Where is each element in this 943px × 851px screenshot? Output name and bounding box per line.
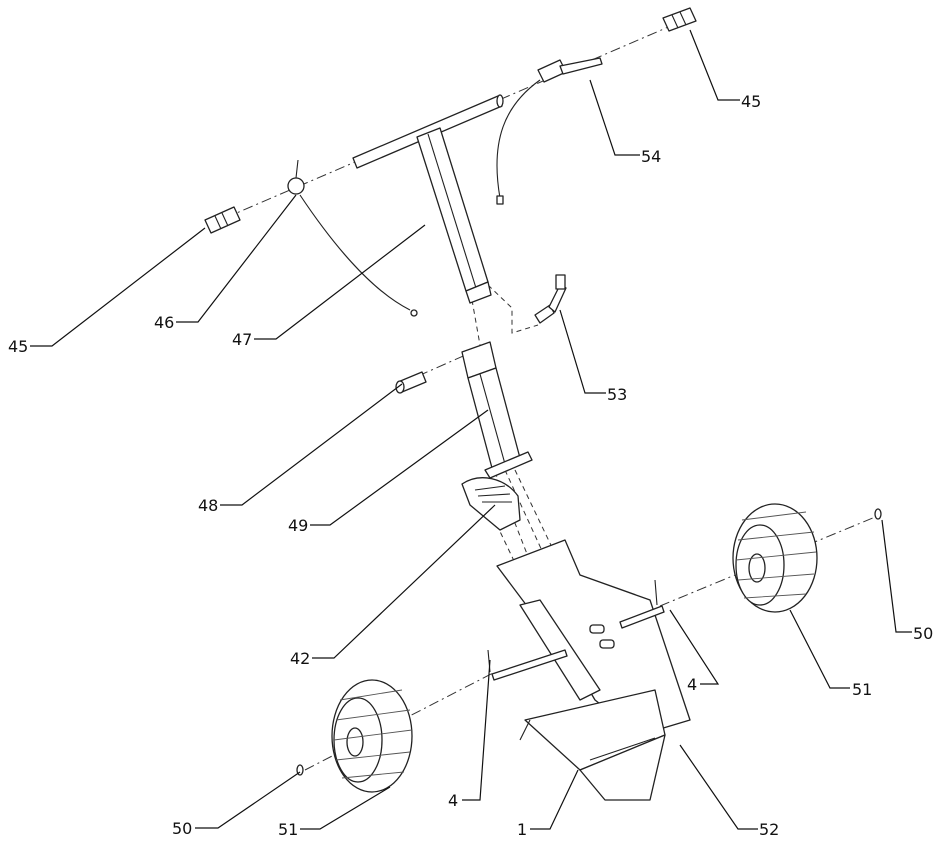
callout-1: 1 [517, 820, 527, 839]
callout-49: 49 [288, 516, 308, 535]
callout-42: 42 [290, 649, 310, 668]
height-adjust-plate [461, 477, 521, 531]
main-frame [496, 539, 691, 801]
callout-51-left: 51 [278, 820, 298, 839]
callout-50-right: 50 [913, 624, 933, 643]
callout-53: 53 [607, 385, 627, 404]
callout-54: 54 [641, 147, 661, 166]
pivot-bolt [395, 371, 427, 394]
wheel-right [732, 503, 818, 613]
axles [491, 605, 665, 681]
callout-45-right: 45 [741, 92, 761, 111]
wheel-left [331, 679, 413, 793]
callout-47: 47 [232, 330, 252, 349]
lock-lever [534, 274, 567, 324]
callout-52: 52 [759, 820, 779, 839]
leader-lines [30, 29, 912, 830]
callout-4-right: 4 [687, 675, 697, 694]
callout-4-left: 4 [448, 791, 458, 810]
throttle-lever [287, 159, 418, 317]
callout-51-right: 51 [852, 680, 872, 699]
callout-48: 48 [198, 496, 218, 515]
lower-handle-tube [461, 341, 533, 479]
callout-45-left: 45 [8, 337, 28, 356]
callout-46: 46 [154, 313, 174, 332]
callout-labels: 45 46 47 45 54 53 48 49 42 50 51 4 4 50 … [8, 92, 933, 839]
control-lever [496, 57, 603, 205]
handle-bar-assembly [352, 94, 504, 304]
grip-left [204, 206, 241, 234]
grip-right [662, 7, 697, 32]
callout-50-left: 50 [172, 819, 192, 838]
